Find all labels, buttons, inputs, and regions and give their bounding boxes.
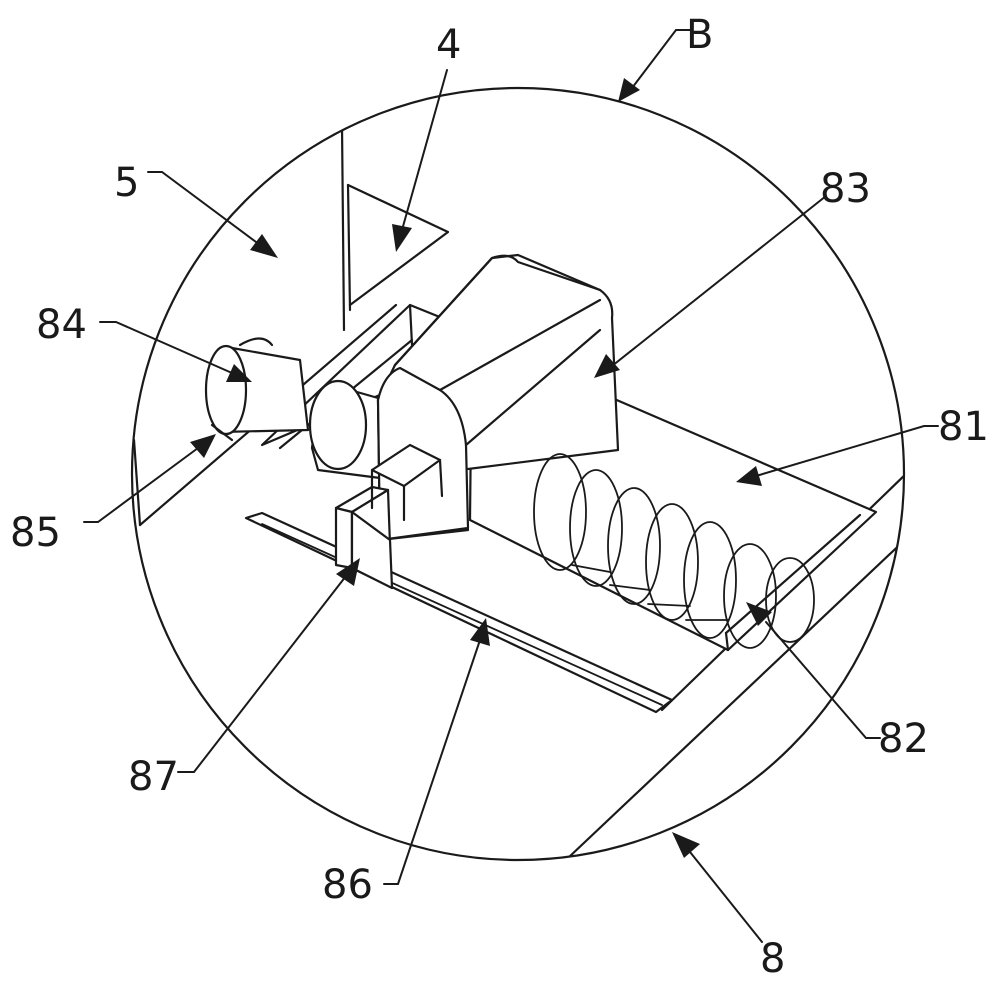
label-83: 83 [820,166,871,212]
labels: B 4 5 83 84 81 85 82 87 86 8 [10,12,989,982]
label-86: 86 [322,862,373,908]
mechanism [132,123,904,860]
part-83-block [376,253,620,542]
part-82-spring [533,453,815,649]
label-5: 5 [114,160,139,206]
part-4-block [346,183,450,312]
label-81: 81 [938,404,989,450]
label-8: 8 [760,936,785,982]
part-87-clip [334,443,444,590]
leader-lines [83,29,939,943]
detail-circle [130,86,906,862]
part-84-shaft [204,337,310,442]
label-87: 87 [128,754,179,800]
label-82: 82 [878,716,929,762]
label-4: 4 [436,22,461,68]
inner-cylinder [308,379,382,480]
label-84: 84 [36,302,87,348]
label-B: B [686,12,713,58]
label-85: 85 [10,510,61,556]
